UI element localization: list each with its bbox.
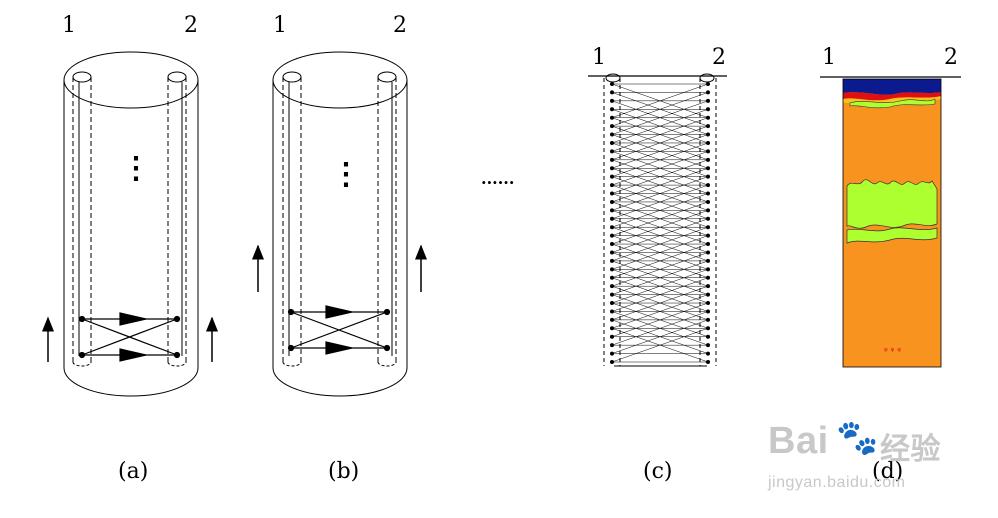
sequence-ellipsis: ......	[481, 169, 514, 188]
watermark-url: jingyan.baidu.com	[768, 474, 906, 491]
panel-d-caption: (d)	[872, 459, 903, 484]
panel-b-hole-2-label: 2	[393, 13, 407, 38]
panel-b-borehole-1	[282, 71, 302, 367]
panel-a-borehole-1	[72, 71, 92, 367]
panel-d-tomogram: ᵠ ᵠ ᵠ	[842, 78, 942, 368]
panel-c-sensor-nodes	[610, 82, 710, 364]
panel-b-move-up-arrows	[252, 244, 427, 292]
panel-d-hole-1-label: 1	[822, 45, 836, 70]
panel-a-hole-2-label: 2	[184, 13, 198, 38]
paw-icon: 🐾	[836, 419, 879, 457]
panel-b-rays	[287, 305, 391, 355]
panel-c-hole-2-label: 2	[712, 45, 726, 70]
svg-text:ᵠ ᵠ ᵠ: ᵠ ᵠ ᵠ	[884, 347, 901, 357]
panel-b-borehole-2	[377, 71, 397, 367]
panel-c-caption: (c)	[643, 459, 673, 484]
panel-a-borehole-2	[167, 71, 187, 367]
panel-c-boreholes	[603, 73, 717, 367]
panel-b-hole-1-label: 1	[273, 13, 287, 38]
panel-a-hole-1-label: 1	[62, 13, 76, 38]
panel-b-caption: (b)	[328, 459, 359, 484]
panel-d-hole-2-label: 2	[944, 45, 958, 70]
panel-c-ray-network	[611, 83, 709, 363]
panel-c: 1 2 (c)	[588, 45, 727, 484]
panel-b-cylinder	[272, 51, 408, 397]
panel-b-continuation-dots: ⋮	[331, 157, 361, 192]
panel-b: 1 2 ⋮	[252, 13, 427, 484]
watermark-brand: Bai	[768, 420, 829, 462]
panel-a-caption: (a)	[118, 459, 148, 484]
panel-a-continuation-dots: ⋮	[121, 151, 151, 186]
panel-a: 1 2 ⋮	[42, 13, 218, 484]
watermark-brand-cn: 经验	[880, 433, 941, 466]
panel-a-cylinder	[63, 51, 199, 397]
panel-a-move-up-arrows	[42, 316, 218, 362]
panel-a-rays	[78, 312, 181, 362]
panel-d: 1 2 ᵠ ᵠ ᵠ (d)	[820, 45, 961, 484]
panel-c-hole-1-label: 1	[592, 45, 606, 70]
